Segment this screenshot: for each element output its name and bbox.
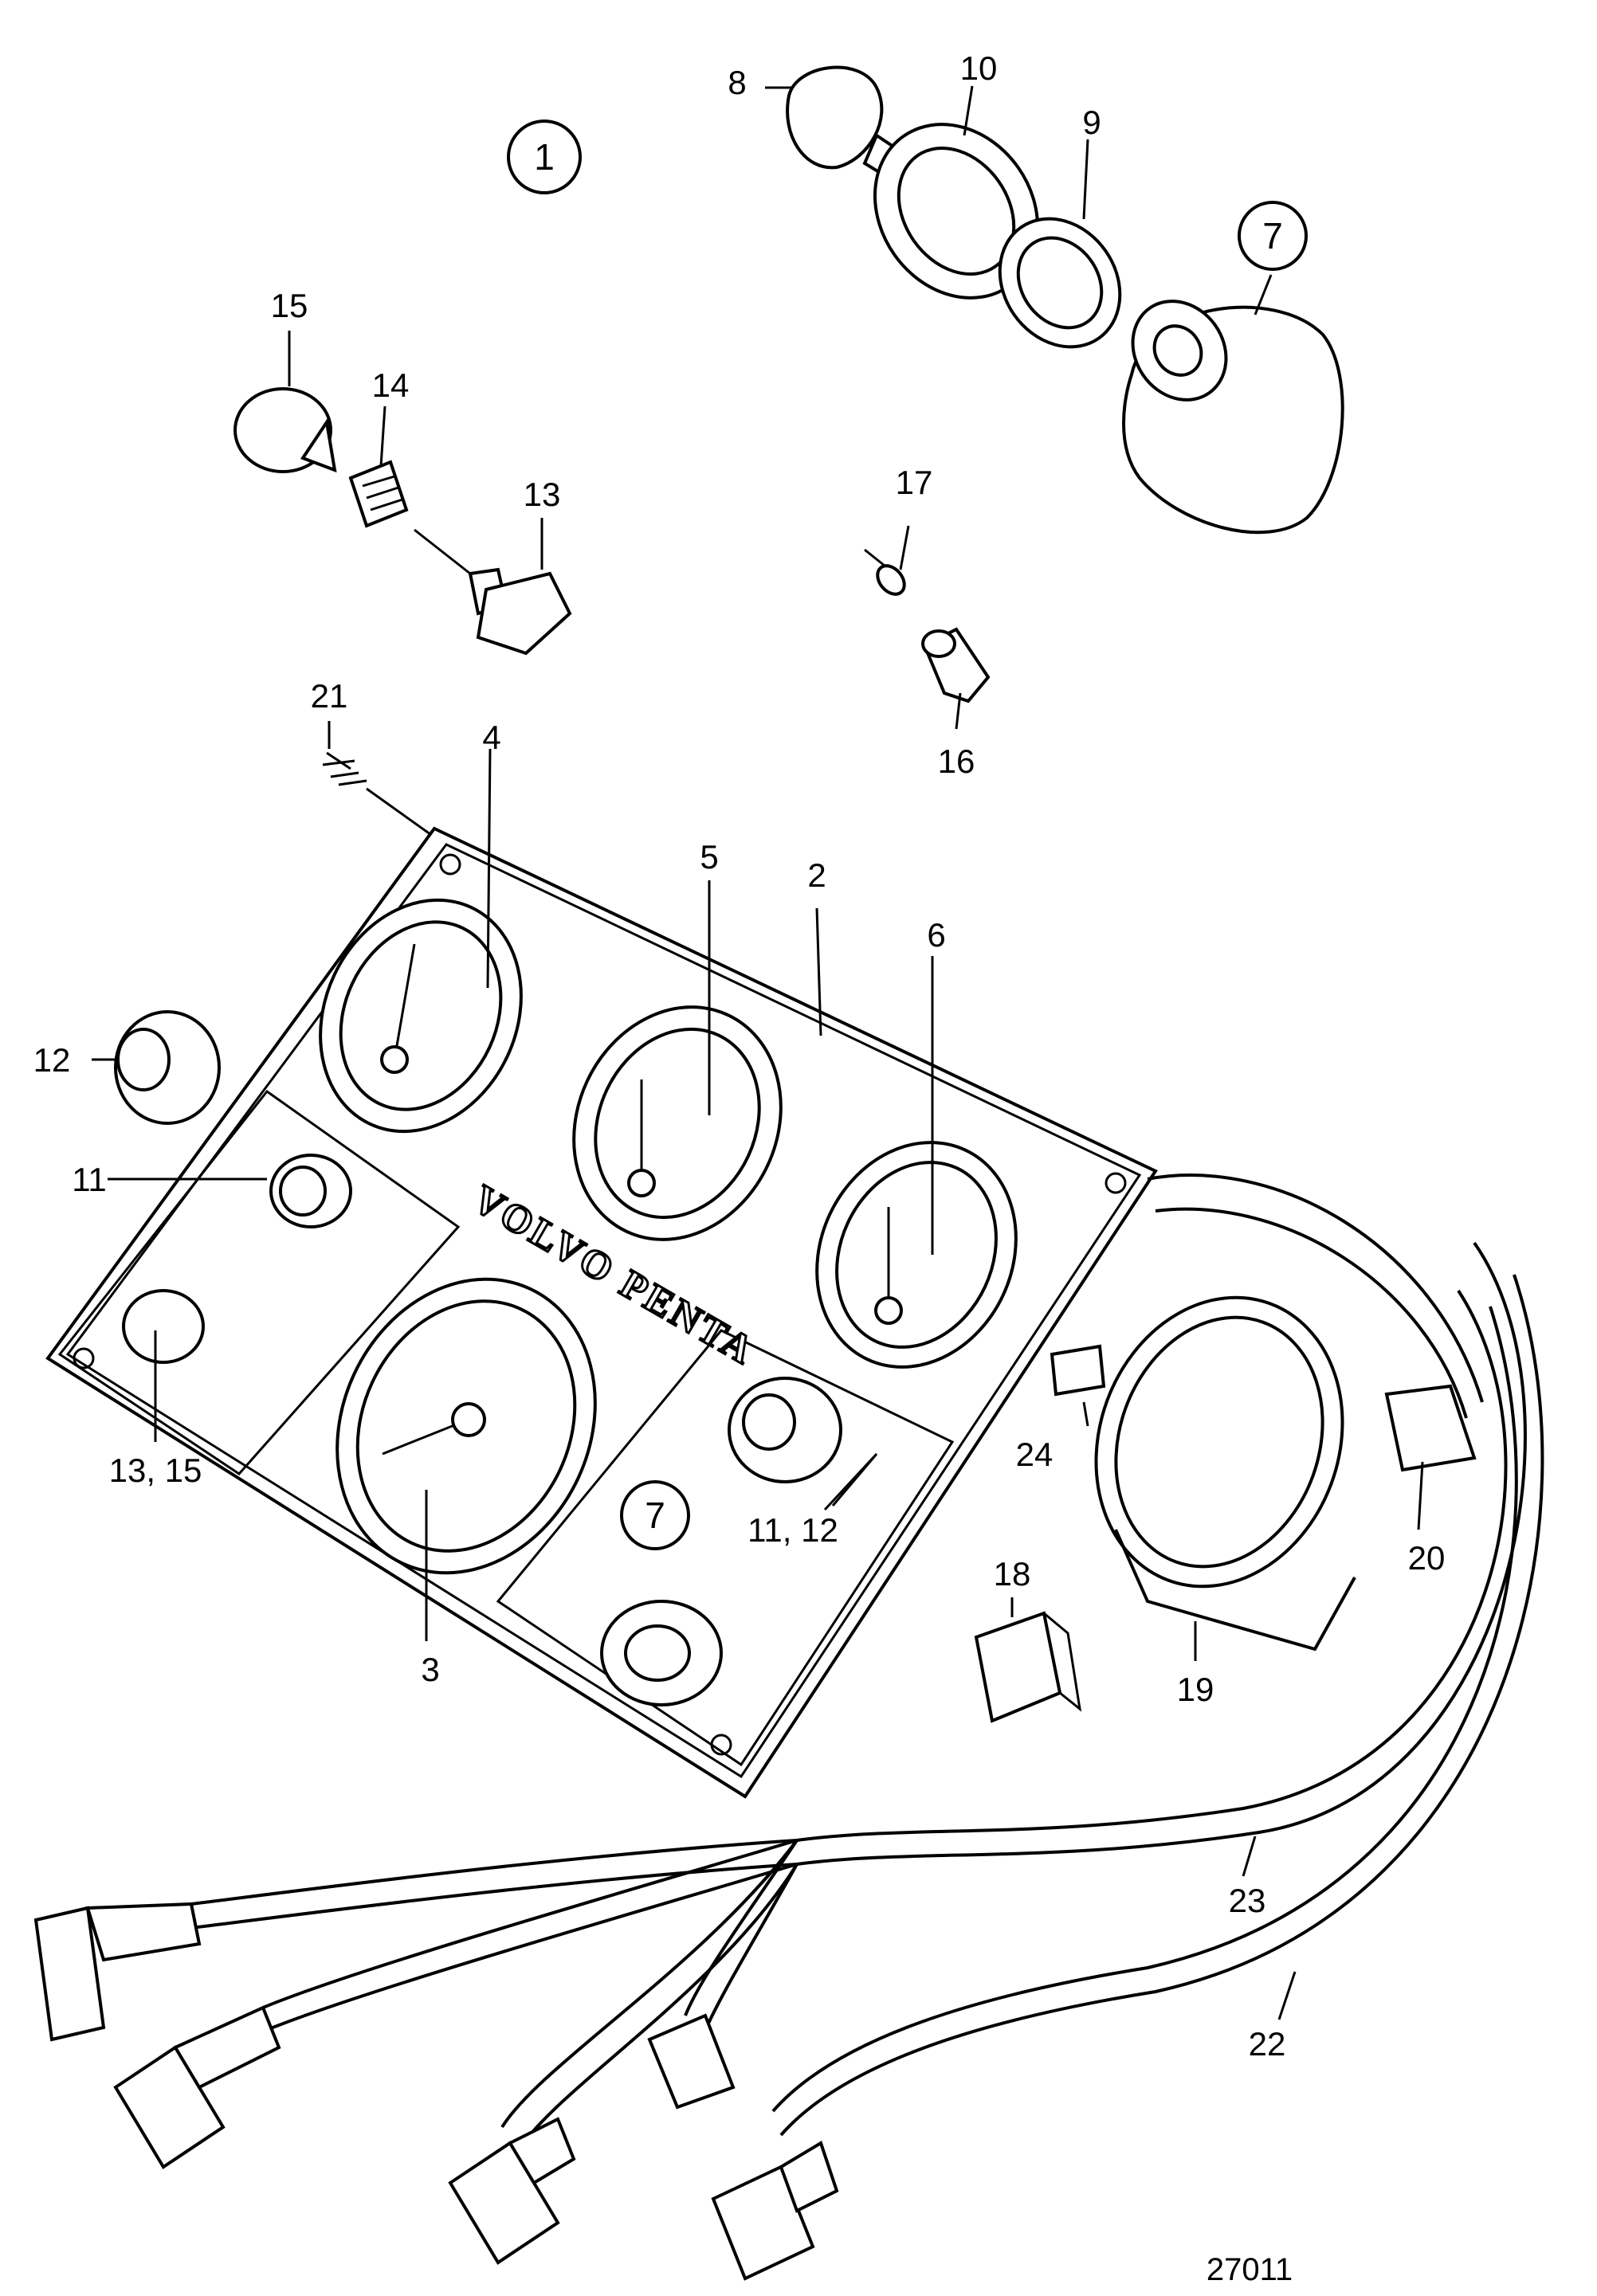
connector-20	[1384, 1384, 1477, 1472]
label-10: 10	[960, 49, 998, 87]
callout-circle-7a-text: 7	[1262, 215, 1283, 257]
label-23: 23	[1229, 1882, 1266, 1919]
label-9: 9	[1082, 104, 1101, 141]
panel-ignition-7	[600, 1600, 723, 1706]
label-19: 19	[1177, 1671, 1214, 1708]
label-17: 17	[896, 464, 933, 501]
panel-indicator-11	[269, 1154, 352, 1228]
label-12: 12	[33, 1041, 71, 1079]
callout-circle-1-text: 1	[534, 136, 555, 178]
callout-circle-7-switch: 7	[1238, 201, 1308, 271]
label-5: 5	[700, 838, 718, 876]
gauge-5	[572, 1005, 783, 1241]
label-24: 24	[1016, 1436, 1054, 1473]
label-6: 6	[927, 916, 945, 954]
panel-indicator-11-12	[728, 1377, 842, 1483]
label-11-12: 11, 12	[747, 1511, 838, 1549]
leader-lines	[92, 85, 1424, 2020]
connector-24	[1050, 1344, 1106, 1397]
callout-circle-7-panel: 7	[620, 1480, 690, 1550]
toggle-switch	[414, 528, 572, 656]
label-22: 22	[1249, 2025, 1286, 2063]
ignition-switch	[1122, 300, 1344, 535]
bulb-holder	[921, 627, 991, 703]
label-16: 16	[938, 742, 975, 780]
relay-18	[974, 1611, 1082, 1723]
label-18: 18	[994, 1555, 1031, 1593]
panel-knob-13-15	[122, 1289, 205, 1364]
label-11: 11	[72, 1161, 107, 1198]
label-13: 13	[524, 476, 561, 513]
label-14: 14	[372, 366, 410, 404]
nut-ring	[998, 217, 1122, 349]
label-8: 8	[728, 64, 746, 101]
indicator-bulb	[864, 548, 906, 596]
label-13-15: 13, 15	[109, 1452, 202, 1489]
label-21: 21	[311, 677, 348, 715]
harness-plug-5	[711, 2141, 839, 2281]
gauge-6	[815, 1141, 1018, 1369]
switch-nut	[348, 460, 409, 528]
group-callout-1: 1	[507, 120, 582, 194]
harness-plug-4	[448, 2117, 576, 2265]
indicator-lens-12	[114, 1010, 221, 1125]
label-4: 4	[482, 719, 500, 756]
label-20: 20	[1408, 1539, 1446, 1577]
label-2: 2	[807, 856, 826, 894]
part-labels: 8 10 9 15 14 13 17 16 21 4 5 2 6 12 11 1…	[33, 49, 1446, 2287]
harness-plug-2	[113, 2005, 281, 2169]
gauge-4	[319, 898, 523, 1134]
harness-plug-1	[33, 1902, 202, 2042]
label-3: 3	[421, 1651, 439, 1688]
callout-circle-7b-text: 7	[645, 1495, 665, 1536]
bezel-ring	[873, 123, 1040, 300]
tachometer-3	[335, 1277, 597, 1575]
label-15: 15	[271, 287, 308, 324]
figure-number: 27011	[1207, 2252, 1293, 2287]
gauge-housing-19	[1094, 1295, 1356, 1651]
harness-plug-3	[647, 2013, 736, 2110]
switch-knob	[233, 387, 337, 473]
